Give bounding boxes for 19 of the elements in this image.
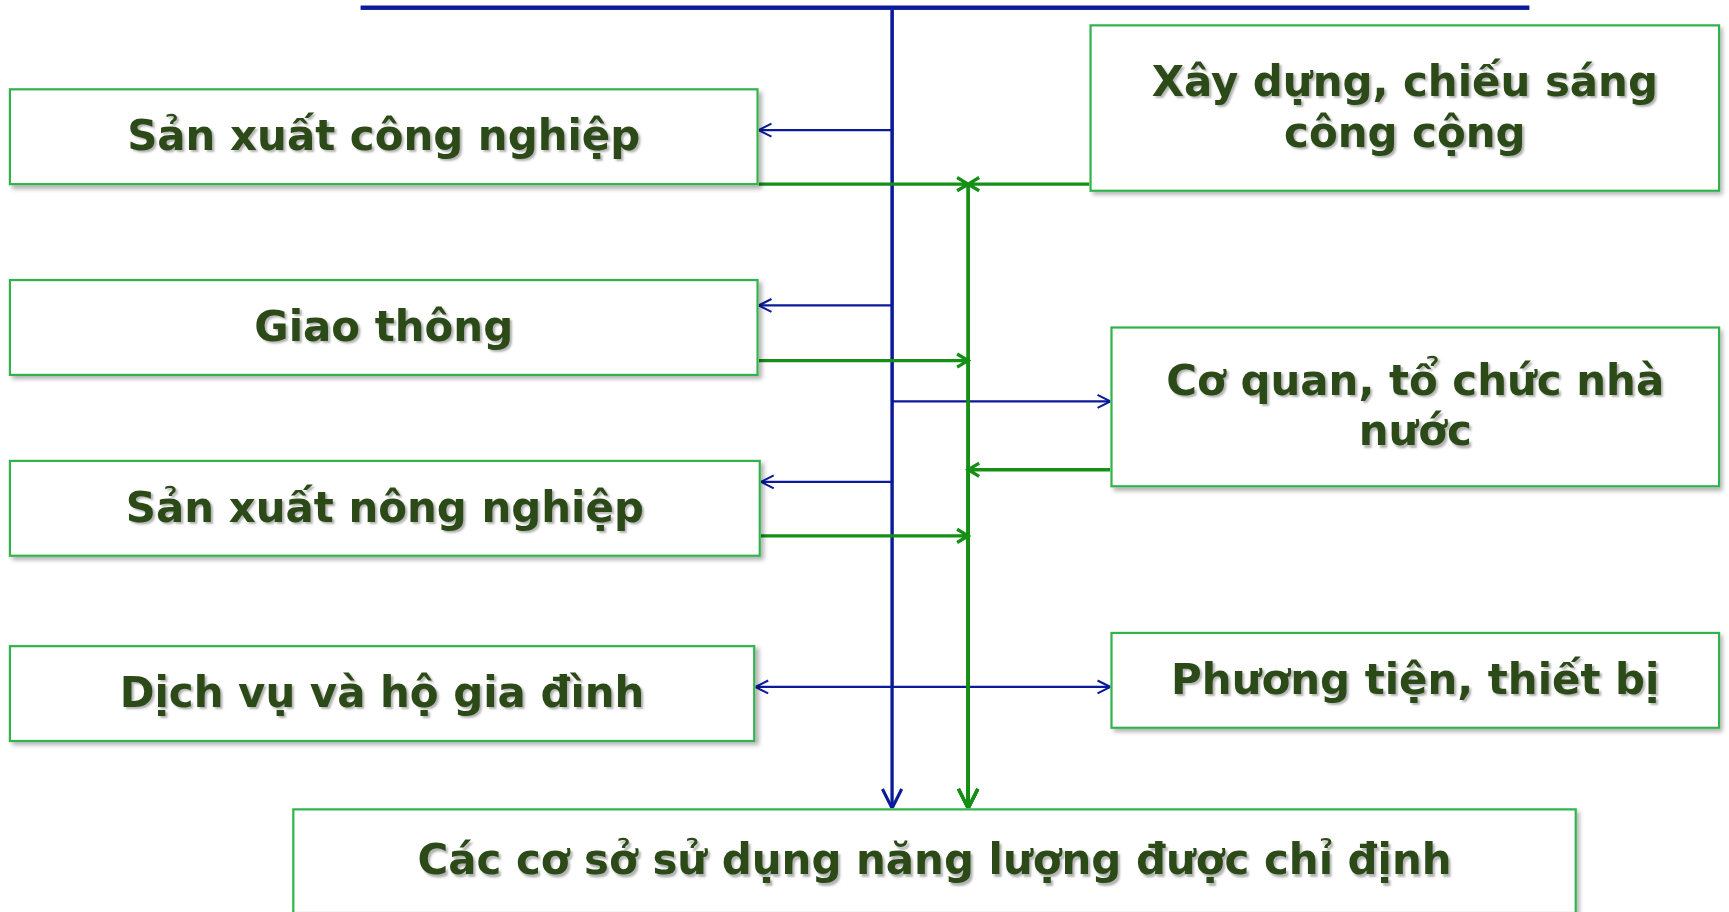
- bus-bar: [360, 5, 1530, 10]
- node-label: Giao thông: [254, 302, 514, 353]
- node-label: Cơ quan, tổ chức nhà nước: [1165, 356, 1666, 458]
- process-box: [8, 459, 761, 557]
- process-box: [1089, 24, 1721, 192]
- process-box: [292, 808, 1577, 912]
- node-label: Phương tiện, thiết bị: [1171, 655, 1660, 706]
- arrow: [759, 527, 980, 810]
- node-label: Sản xuất nông nghiệp: [125, 483, 644, 534]
- process-box: [8, 279, 759, 376]
- process-box: [1110, 326, 1721, 488]
- node-label: Các cơ sở sử dụng năng lượng được chỉ định: [417, 836, 1452, 887]
- process-box: [8, 645, 756, 743]
- arrow: [880, 9, 904, 810]
- process-box: [1110, 631, 1721, 729]
- node-label: Dịch vụ và hộ gia đình: [119, 668, 645, 719]
- node-label: Sản xuất công nghiệp: [127, 111, 641, 162]
- node-label: Xây dựng, chiếu sáng công cộng: [1150, 57, 1659, 159]
- process-box: [8, 88, 759, 186]
